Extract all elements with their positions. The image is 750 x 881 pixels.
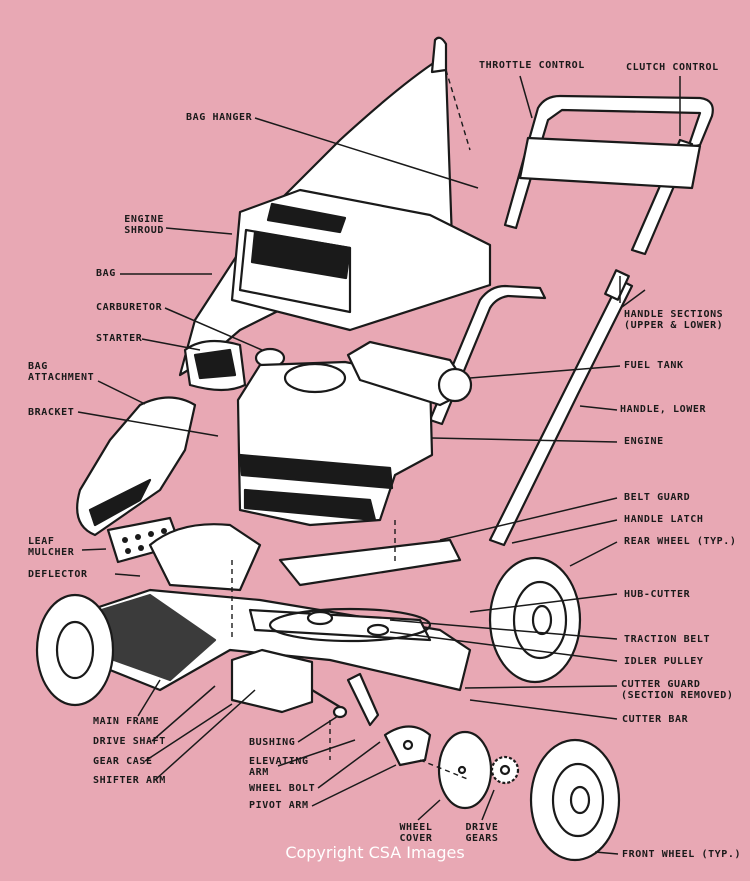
- label-front-wheel: FRONT WHEEL (TYP.): [622, 849, 742, 860]
- rear-wheel: [488, 556, 582, 684]
- label-wheel-cover: WHEEL COVER: [399, 822, 433, 844]
- handle-upper: [503, 94, 714, 256]
- engine-block: [236, 340, 473, 527]
- frame-front-wheel: [35, 593, 115, 707]
- gear-case: [230, 648, 348, 719]
- label-cutter-bar: CUTTER BAR: [622, 714, 689, 725]
- front-wheel-part: [529, 738, 621, 862]
- label-bag-attachment: BAG ATTACHMENT: [28, 361, 95, 383]
- label-deflector: DEFLECTOR: [28, 569, 88, 580]
- label-starter: STARTER: [96, 333, 143, 344]
- label-bag-hanger: BAG HANGER: [186, 112, 253, 123]
- carburetor-starter: [183, 339, 286, 392]
- label-handle-sections: HANDLE SECTIONS (UPPER & LOWER): [624, 309, 724, 331]
- leader-lines: [77, 75, 681, 855]
- label-shifter-arm: SHIFTER ARM: [93, 775, 166, 786]
- label-pivot-arm: PIVOT ARM: [249, 800, 309, 811]
- label-bracket: BRACKET: [28, 407, 75, 418]
- label-drive-gears: DRIVE GEARS: [465, 822, 499, 844]
- label-idler-pulley: IDLER PULLEY: [624, 656, 704, 667]
- elevating-arm-part: [346, 672, 432, 767]
- label-elevating-arm: ELEVATING ARM: [249, 756, 309, 778]
- label-main-frame: MAIN FRAME: [93, 716, 160, 727]
- copyright-watermark: Copyright CSA Images: [285, 843, 465, 862]
- label-traction-belt: TRACTION BELT: [624, 634, 711, 645]
- handle-lower: [428, 269, 634, 547]
- assembly-lines: [231, 69, 471, 781]
- label-engine: ENGINE: [624, 436, 664, 447]
- bag-attachment: [76, 396, 197, 537]
- traction-belt-loop: [268, 607, 432, 643]
- label-clutch-control: CLUTCH CONTROL: [626, 62, 719, 73]
- label-bag: BAG: [96, 268, 116, 279]
- label-gear-case: GEAR CASE: [93, 756, 153, 767]
- label-leaf-mulcher: LEAF MULCHER: [28, 536, 75, 558]
- label-wheel-bolt: WHEEL BOLT: [249, 783, 316, 794]
- label-hub-cutter: HUB-CUTTER: [624, 589, 691, 600]
- label-drive-shaft: DRIVE SHAFT: [93, 736, 166, 747]
- label-fuel-tank: FUEL TANK: [624, 360, 684, 371]
- label-rear-wheel: REAR WHEEL (TYP.): [624, 536, 737, 547]
- label-belt-guard: BELT GUARD: [624, 492, 691, 503]
- label-cutter-guard: CUTTER GUARD (SECTION REMOVED): [621, 679, 734, 701]
- label-throttle-control: THROTTLE CONTROL: [479, 60, 585, 71]
- label-carburetor: CARBURETOR: [96, 302, 163, 313]
- label-bushing: BUSHING: [249, 737, 296, 748]
- label-handle-lower: HANDLE, LOWER: [620, 404, 707, 415]
- engine-shroud: [230, 188, 492, 332]
- drive-gear-part: [490, 755, 520, 785]
- label-handle-latch: HANDLE LATCH: [624, 514, 704, 525]
- label-engine-shroud: ENGINE SHROUD: [124, 214, 164, 236]
